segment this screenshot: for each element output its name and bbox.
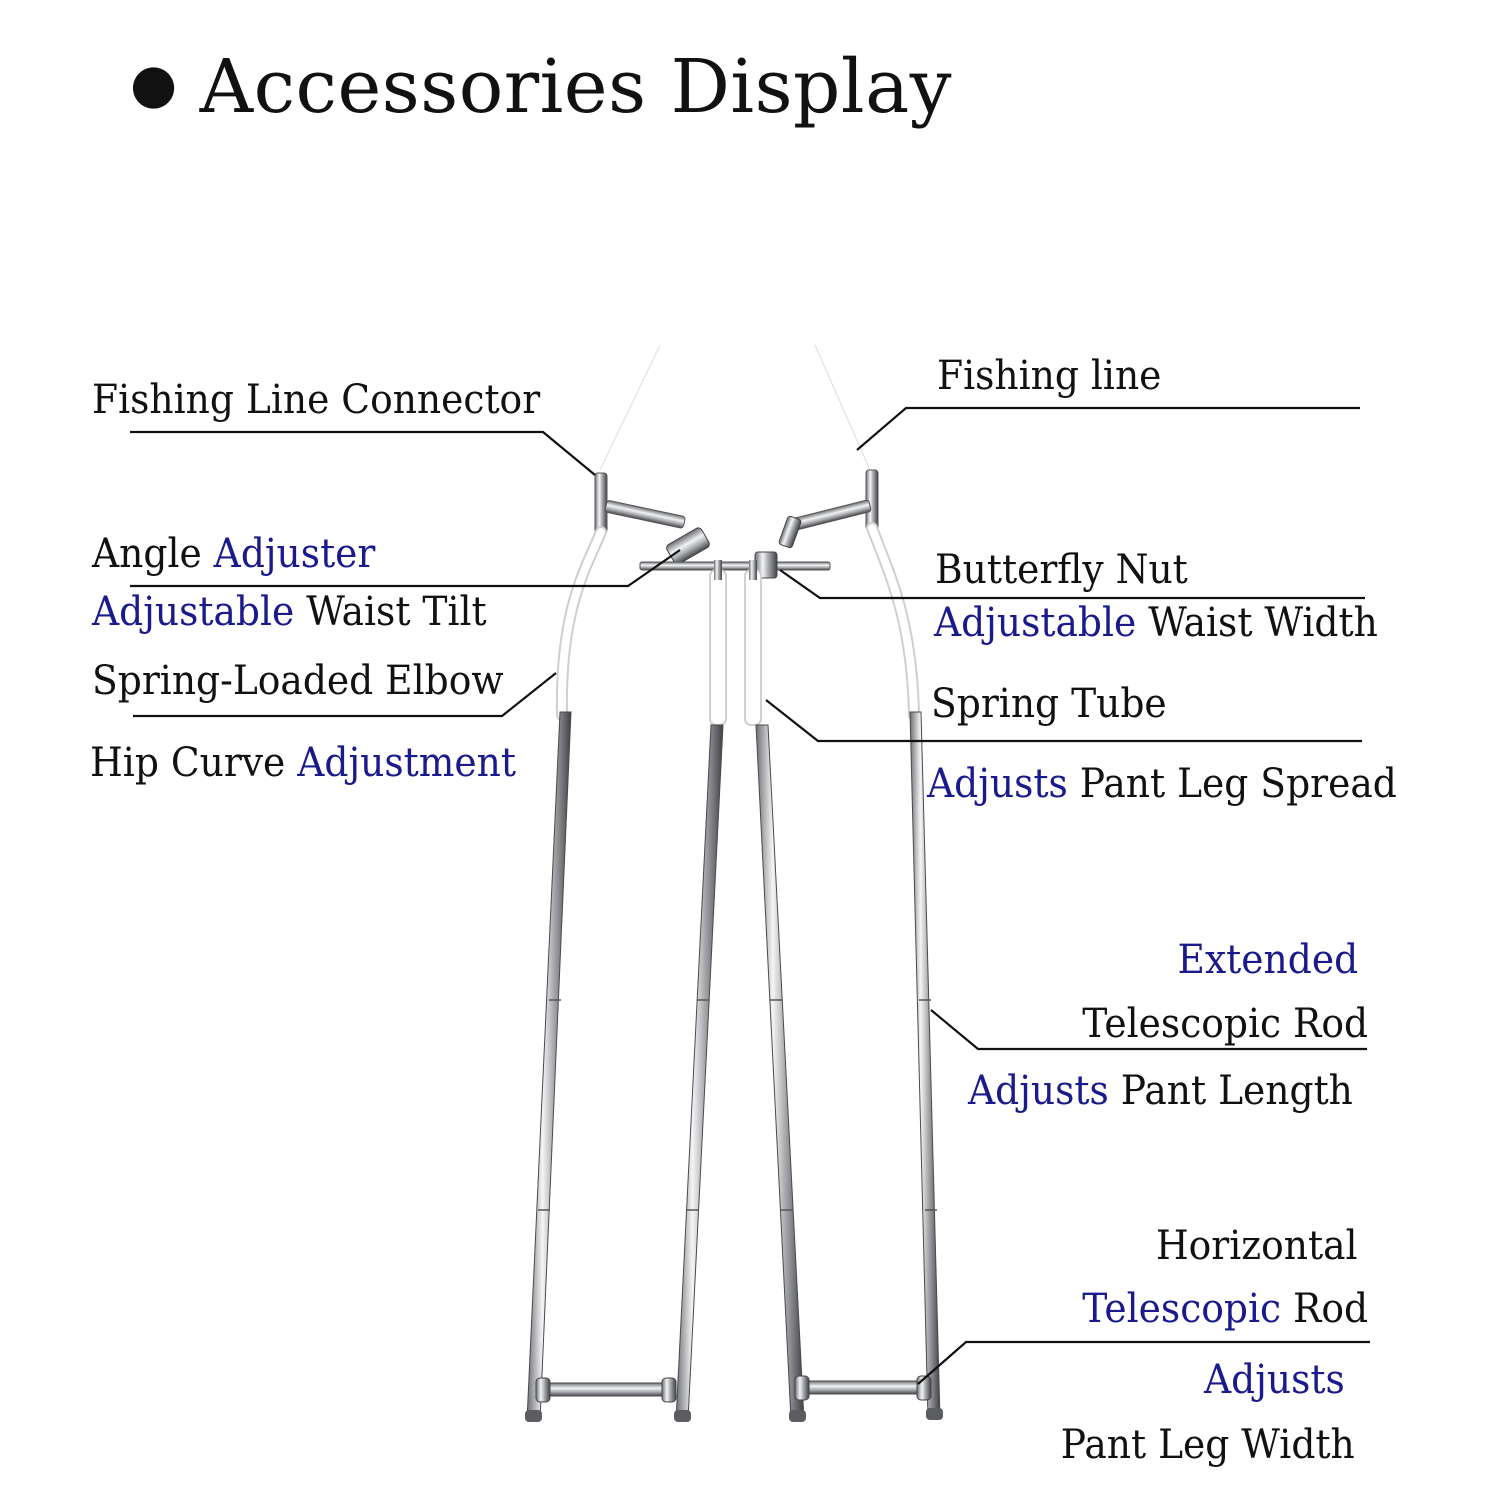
label-adjusts: Adjusts [1204,1357,1345,1403]
label-adjusts-pant-leg-spread: Adjusts Pant Leg Spread [927,764,1397,804]
horizontal-rods [535,1375,932,1403]
label-adjusts-pant-leg-spread-part1: Adjusts [927,761,1068,807]
label-adjustable-waist-width-part1: Adjustable [934,600,1137,646]
label-hip-curve-adjustment-part1: Hip Curve [90,740,286,786]
fishing-line-strands [599,344,871,471]
label-horizontal-telescopic-rod-part1: Telescopic [1082,1286,1282,1332]
left-line-connector [594,472,686,534]
page-title: ●Accessories Display [130,50,952,124]
label-adjustable-waist-width: Adjustable Waist Width [934,603,1378,643]
label-extended: Extended [1177,937,1358,983]
inner-spring-tubes [709,560,762,726]
label-horizontal-telescopic-rod-part2: Rod [1292,1286,1368,1332]
label-adjustable-waist-width-part2: Waist Width [1148,600,1378,646]
right-line-connector [791,469,879,531]
label-adjusts-pant-length-part1: Adjusts [968,1068,1109,1114]
leader-lines [130,406,1370,1385]
label-pant-leg-width: Pant Leg Width [1061,1422,1355,1468]
label-angle-adjuster-part2: Adjuster [213,531,376,577]
title-text: Accessories Display [199,44,953,130]
label-fishing-line-connector: Fishing Line Connector [92,377,541,423]
label-adjustable-waist-tilt-part1: Adjustable [92,589,295,635]
label-horizontal-telescopic-rod: Telescopic Rod [1082,1289,1368,1329]
label-adjustable-waist-tilt-part2: Waist Tilt [306,589,487,635]
label-telescopic-rod: Telescopic Rod [1082,1001,1368,1047]
label-angle-adjuster: Angle Adjuster [92,534,375,574]
label-butterfly-nut: Butterfly Nut [935,547,1188,593]
label-horizontal: Horizontal [1156,1223,1358,1269]
label-hip-curve-adjustment-part2: Adjustment [297,740,516,786]
outer-spring-tubes [555,522,920,721]
label-hip-curve-adjustment: Hip Curve Adjustment [90,743,516,783]
label-spring-loaded-elbow: Spring-Loaded Elbow [92,658,504,704]
label-angle-adjuster-part1: Angle [92,531,202,577]
label-adjusts-pant-leg-spread-part2: Pant Leg Spread [1079,761,1397,807]
label-adjusts-pant-length: Adjusts Pant Length [968,1071,1353,1111]
label-fishing-line: Fishing line [937,353,1162,399]
label-spring-tube: Spring Tube [931,681,1167,727]
bullet-icon: ● [130,52,178,115]
telescopic-rods [525,711,943,1422]
label-adjustable-waist-tilt: Adjustable Waist Tilt [92,592,487,632]
label-adjusts-pant-length-part2: Pant Length [1120,1068,1353,1114]
